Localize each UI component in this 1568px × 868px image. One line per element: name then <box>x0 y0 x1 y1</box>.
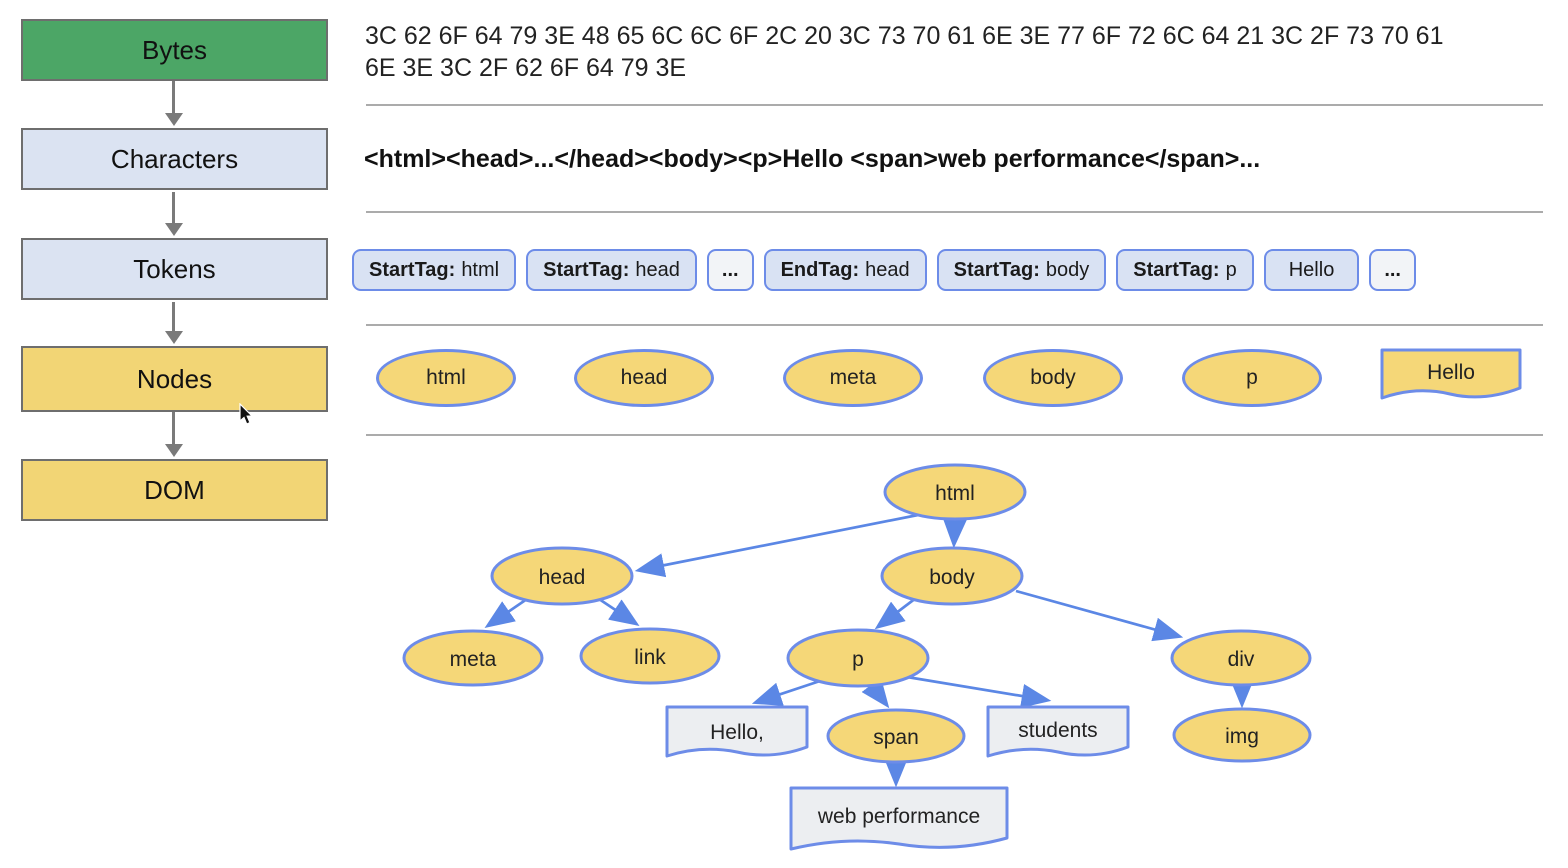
node-ellipse-head: head <box>574 349 714 407</box>
flow-arrow-tokens-nodes <box>164 302 183 344</box>
node-ellipse-html: html <box>376 349 516 407</box>
token-starttag-body: StartTag:body <box>936 249 1107 291</box>
token-text-hello: Hello <box>1263 249 1360 291</box>
stage-nodes-label: Nodes <box>136 363 213 394</box>
bytes-hex-line-1: 3C 62 6F 64 79 3E 48 65 6C 6C 6F 2C 20 3… <box>365 22 1444 50</box>
svg-text:body: body <box>929 566 975 589</box>
svg-text:p: p <box>852 648 864 671</box>
svg-text:students: students <box>1018 719 1097 742</box>
tree-node-span: span <box>826 708 966 764</box>
tree-text-node-hello: Hello, <box>665 705 809 758</box>
svg-text:html: html <box>935 482 975 505</box>
characters-markup-text: <html><head>...</head><body><p>Hello <sp… <box>364 145 1261 173</box>
svg-text:img: img <box>1225 725 1259 748</box>
stage-dom: DOM <box>21 459 328 521</box>
tree-node-link: link <box>579 627 721 685</box>
tree-node-body: body <box>880 546 1024 606</box>
token-ellipsis: ... <box>706 249 754 291</box>
tree-node-img: img <box>1172 707 1312 763</box>
stage-characters-label: Characters <box>110 143 239 174</box>
svg-text:div: div <box>1228 648 1255 671</box>
separator-line <box>366 324 1543 326</box>
dom-tree: html head body meta link p div span <box>402 463 1312 851</box>
svg-text:head: head <box>539 566 586 589</box>
stage-nodes: Nodes <box>21 346 328 412</box>
tree-text-node-students: students <box>986 705 1130 758</box>
token-ellipsis: ... <box>1369 249 1416 291</box>
separator-line <box>366 104 1543 106</box>
svg-text:Hello: Hello <box>1427 361 1475 384</box>
svg-text:meta: meta <box>450 648 497 671</box>
flow-arrow-nodes-dom <box>164 412 183 457</box>
dom-tree-edges <box>484 513 1255 788</box>
stage-tokens: Tokens <box>21 238 328 300</box>
token-starttag-head: StartTag:head <box>526 249 697 291</box>
token-starttag-p: StartTag:p <box>1116 249 1254 291</box>
text-node-shape-hello: Hello <box>1380 348 1522 400</box>
stage-dom-label: DOM <box>144 474 205 505</box>
flow-arrow-characters-tokens <box>164 192 183 236</box>
stage-characters: Characters <box>21 128 328 190</box>
svg-text:span: span <box>873 726 919 749</box>
stage-bytes: Bytes <box>21 19 328 81</box>
tree-node-head: head <box>490 546 634 606</box>
tree-text-node-web-performance: web performance <box>789 786 1009 851</box>
bytes-hex-line-2: 6E 3E 3C 2F 62 6F 64 79 3E <box>365 54 687 82</box>
tokens-row: StartTag:html StartTag:head ... EndTag:h… <box>352 249 1416 291</box>
node-ellipse-meta: meta <box>783 349 923 407</box>
svg-text:link: link <box>634 646 666 669</box>
mouse-cursor-icon <box>239 403 254 425</box>
svg-text:Hello,: Hello, <box>710 721 764 744</box>
separator-line <box>366 211 1543 213</box>
tree-node-meta: meta <box>402 629 544 687</box>
node-ellipse-p: p <box>1182 349 1322 407</box>
token-endtag-head: EndTag:head <box>763 249 927 291</box>
bytes-hex-text: 3C 62 6F 64 79 3E 48 65 6C 6C 6F 2C 20 3… <box>365 20 1505 84</box>
tree-node-html: html <box>883 463 1027 521</box>
stage-bytes-label: Bytes <box>141 34 208 65</box>
node-ellipse-body: body <box>983 349 1123 407</box>
flow-arrow-bytes-characters <box>164 81 183 126</box>
tree-node-p: p <box>786 628 930 688</box>
separator-line <box>366 434 1543 436</box>
tree-node-div: div <box>1170 629 1312 687</box>
svg-text:web performance: web performance <box>817 805 980 828</box>
token-starttag-html: StartTag:html <box>352 249 517 291</box>
stage-tokens-label: Tokens <box>133 253 216 284</box>
